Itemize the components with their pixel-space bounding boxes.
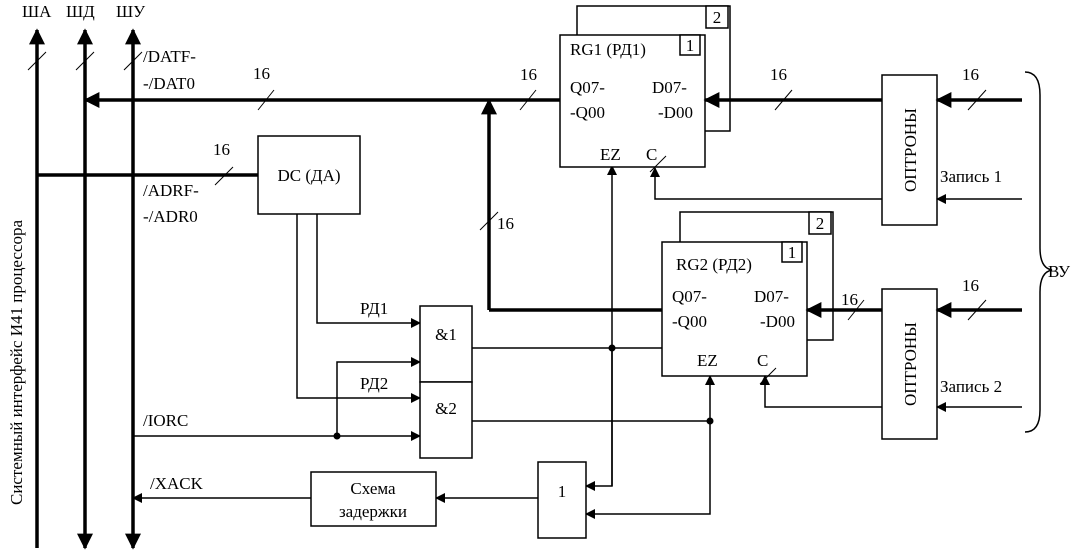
bus-label-sha: ША [22, 2, 52, 21]
rg1-ez: EZ [600, 145, 621, 164]
interface-vertical-label: Системный интерфейс И41 процессора [7, 220, 26, 505]
rg1-c: C [646, 145, 657, 164]
signal-iorc: /IORC [143, 411, 188, 430]
address-bus-connection: 16 /ADRF- -/ADR0 [37, 140, 258, 226]
optocoupler-2: ОПТРОНЫ [881, 288, 938, 440]
width-vertical: 16 [497, 214, 514, 233]
opto2-label: ОПТРОНЫ [901, 322, 920, 406]
rg1-title: RG1 (РД1) [570, 40, 646, 59]
signal-adr0: -/ADR0 [143, 207, 198, 226]
signal-rd1: РД1 [360, 299, 388, 318]
decoder-block: DC (ДА) [257, 135, 361, 215]
rg2-d-bot: -D00 [760, 312, 795, 331]
and2-label: &2 [435, 399, 457, 418]
rg2-d-top: D07- [754, 287, 789, 306]
width-rg1-out: 16 [520, 65, 537, 84]
or-gate: 1 [435, 461, 587, 539]
rg1-num-front: 1 [686, 36, 695, 55]
system-buses: ША ШД ШУ Системный интерфейс И41 процесс… [7, 2, 146, 550]
bus-label-shd: ШД [66, 2, 95, 21]
rg1-d-bot: -D00 [658, 103, 693, 122]
register-rg2: 2 1 RG2 (РД2) Q07- -Q00 D07- -D00 EZ C [661, 211, 834, 385]
rg2-ez: EZ [697, 351, 718, 370]
width-opto2-in: 16 [962, 276, 979, 295]
rg2-num-back: 2 [816, 214, 825, 233]
rg1-d-top: D07- [652, 78, 687, 97]
delay-label-1: Схема [350, 479, 396, 498]
external-device-brace: ВУ [1024, 71, 1071, 433]
rg2-q-bot: -Q00 [672, 312, 707, 331]
width-adr-bus: 16 [213, 140, 230, 159]
rg2-q-top: Q07- [672, 287, 707, 306]
and1-label: &1 [435, 325, 457, 344]
width-rg2-in: 16 [841, 290, 858, 309]
rg2-title: RG2 (РД2) [676, 255, 752, 274]
delay-block: Схема задержки /XACK [132, 471, 437, 527]
rg2-c: C [757, 351, 768, 370]
or-label: 1 [558, 482, 567, 501]
delay-label-2: задержки [339, 502, 407, 521]
rg1-q-top: Q07- [570, 78, 605, 97]
signal-xack: /XACK [150, 474, 204, 493]
signal-dat0: -/DAT0 [143, 74, 195, 93]
rg1-q-bot: -Q00 [570, 103, 605, 122]
rg2-num-front: 1 [788, 243, 797, 262]
width-opto1-in: 16 [962, 65, 979, 84]
width-rg1-in: 16 [770, 65, 787, 84]
decoder-label: DC (ДА) [277, 166, 340, 185]
signal-datf: /DATF- [143, 47, 196, 66]
decoder-outputs: РД1 РД2 [296, 214, 421, 403]
register-rg1: 2 1 RG1 (РД1) Q07- -Q00 D07- -D00 EZ C [559, 5, 731, 173]
optocoupler-1: ОПТРОНЫ [881, 74, 938, 226]
signal-rd2: РД2 [360, 374, 388, 393]
rg1-num-back: 2 [713, 8, 722, 27]
signal-write2: Запись 2 [940, 377, 1002, 396]
and-outputs [472, 165, 715, 519]
bus-label-shu: ШУ [116, 2, 146, 21]
signal-write1: Запись 1 [940, 167, 1002, 186]
signal-adrf: /ADRF- [143, 181, 199, 200]
opto2-connections: 16 16 Запись 2 [760, 276, 1022, 412]
and-gates: &1 &2 [419, 305, 473, 459]
external-device-label: ВУ [1048, 262, 1071, 281]
opto1-label: ОПТРОНЫ [901, 108, 920, 192]
data-bus-connection: /DATF- -/DAT0 16 16 16 [83, 47, 662, 312]
opto1-connections: 16 16 Запись 1 [650, 65, 1022, 204]
width-dat-bus: 16 [253, 64, 270, 83]
iorc-signal: /IORC [133, 357, 421, 441]
